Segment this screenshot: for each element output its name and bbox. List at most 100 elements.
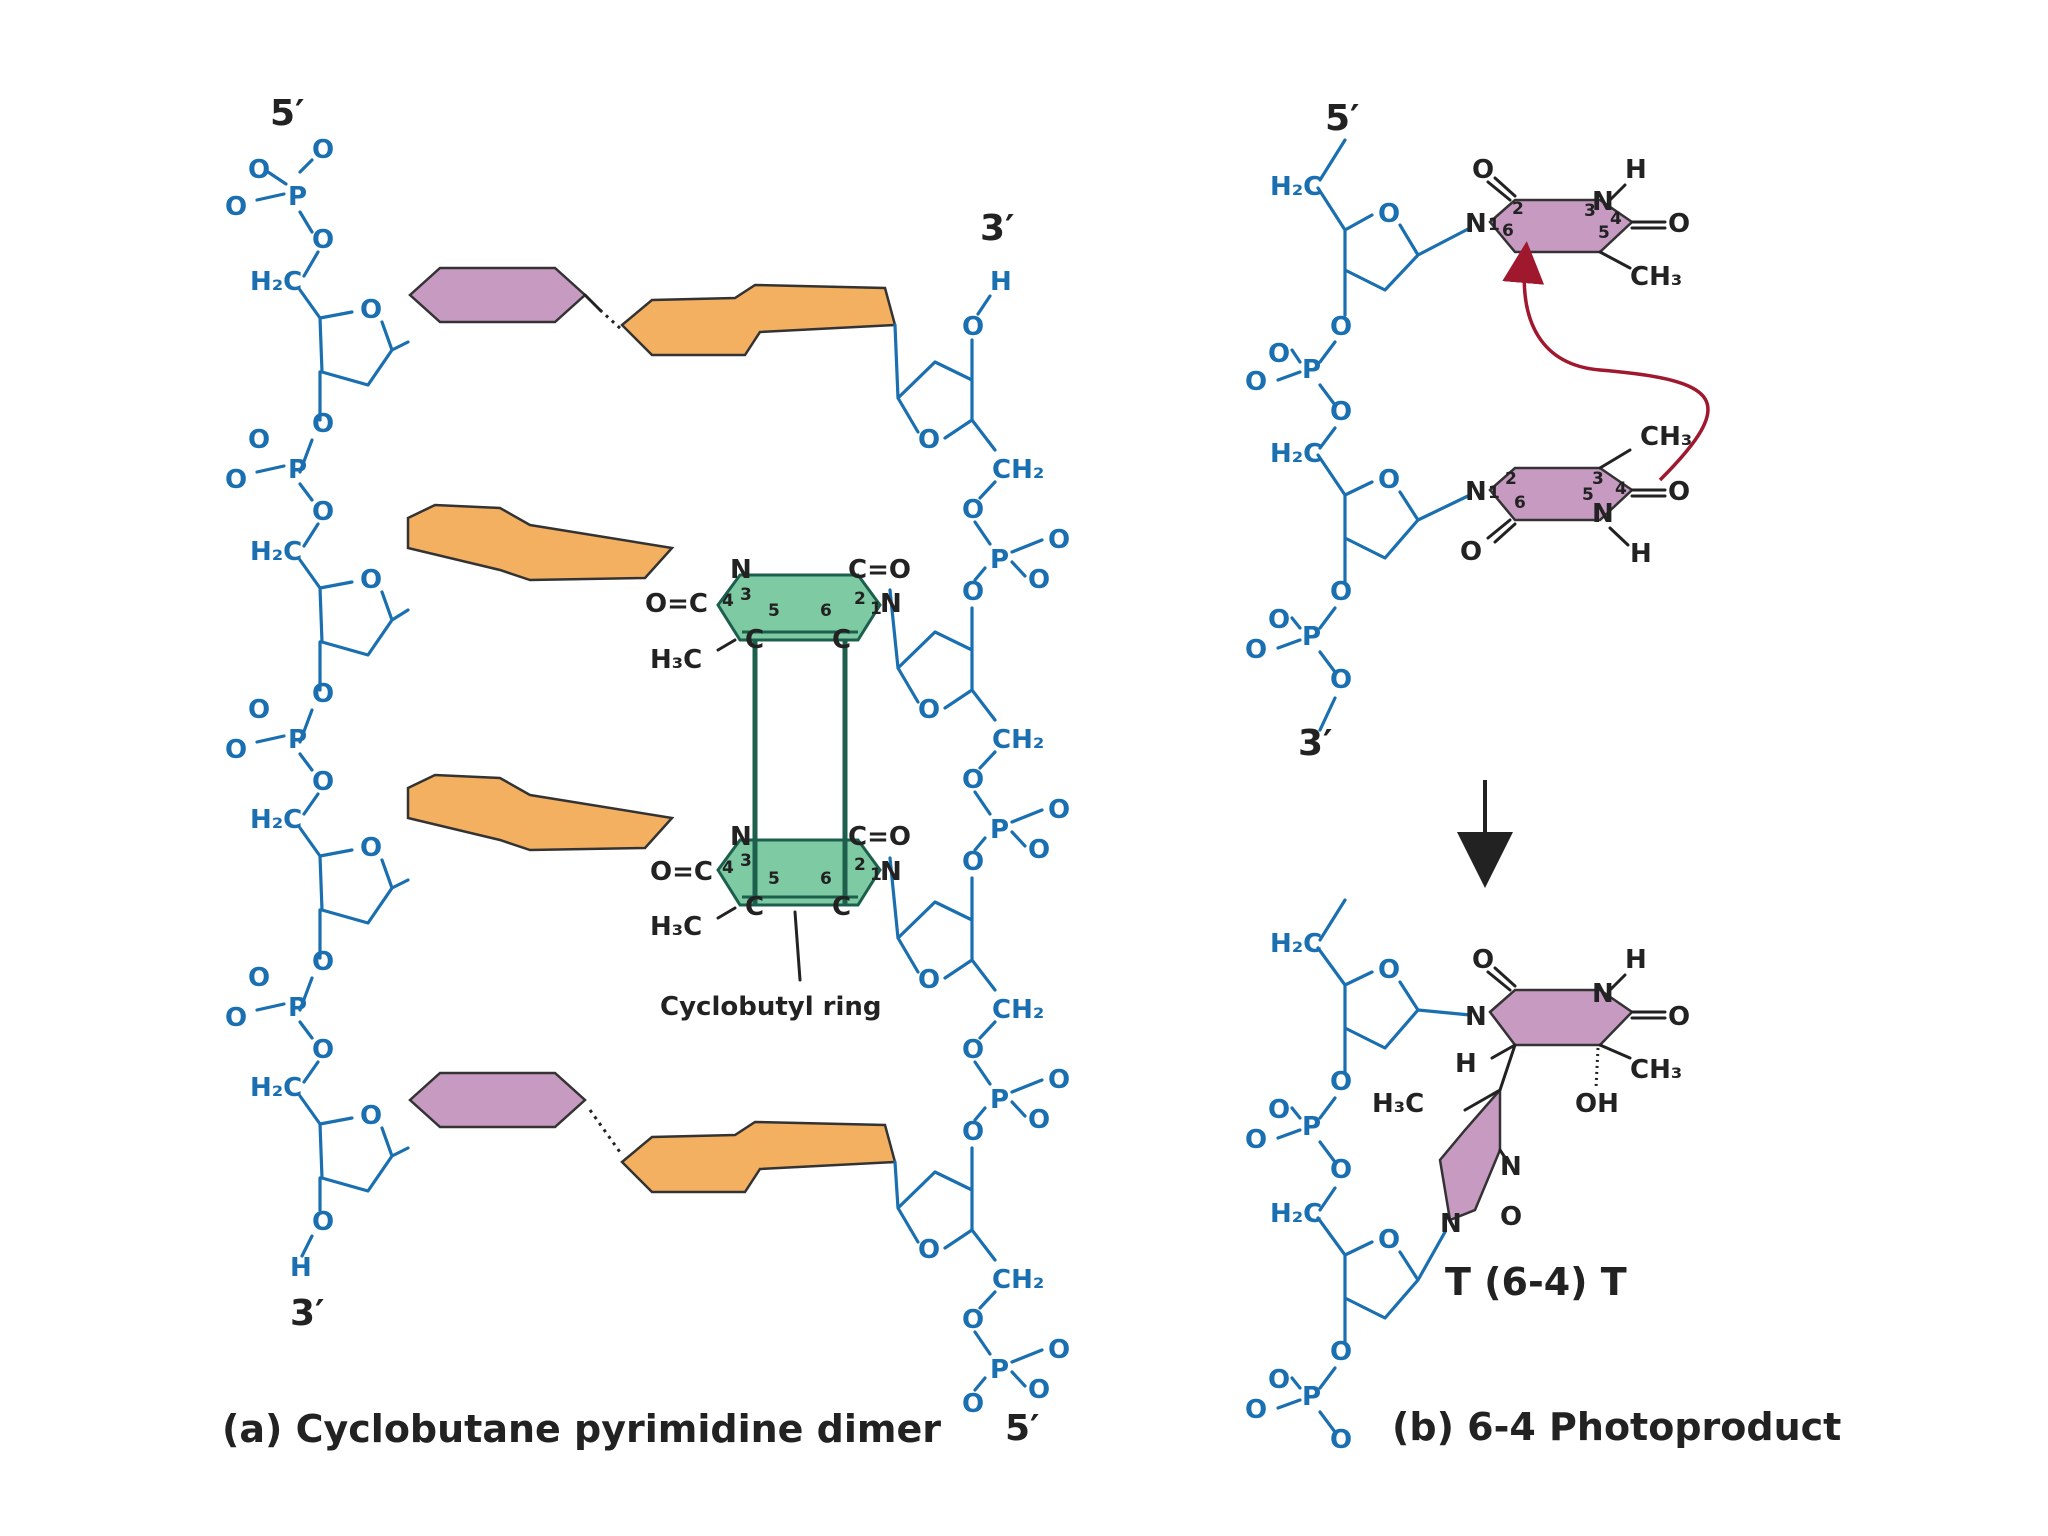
ring-number: 3 <box>1592 469 1604 489</box>
atom-o: O <box>1028 565 1050 595</box>
atom-n: N <box>1465 477 1487 507</box>
ring-o: O <box>360 1101 382 1131</box>
atom-o: O <box>1245 1395 1267 1425</box>
atom-o: O <box>312 1207 334 1237</box>
ring-o: O <box>1378 955 1400 985</box>
ring-number: 6 <box>820 601 832 621</box>
atom-o: O <box>962 1117 984 1147</box>
atom-n: N <box>880 589 902 619</box>
atom-ch2: CH₂ <box>992 455 1044 485</box>
atom-h2c: H₂C <box>250 805 302 835</box>
atom-ch2: CH₂ <box>992 725 1044 755</box>
ring-number: 1 <box>870 599 882 619</box>
atom-o: O <box>962 495 984 525</box>
ring-number: 4 <box>1615 479 1627 499</box>
purine-base <box>406 503 675 582</box>
reaction-arrow-red <box>1502 241 1710 482</box>
ring-number: 1 <box>1488 215 1500 235</box>
ring-o: O <box>1378 1225 1400 1255</box>
purine-base <box>620 283 897 357</box>
atom-n: N <box>880 857 902 887</box>
atom-h2c: H₂C <box>1270 1199 1322 1229</box>
atom-o: O <box>1460 537 1482 567</box>
atom-c: C <box>745 625 764 655</box>
atom-n: N <box>1440 1209 1462 1239</box>
atom-o: O <box>248 963 270 993</box>
ring-number: 3 <box>740 585 752 605</box>
ring-number: 1 <box>870 865 882 885</box>
atom-p: P <box>990 1355 1009 1385</box>
ring-o: O <box>360 833 382 863</box>
atom-p: P <box>1302 622 1321 652</box>
atom-h2c: H₂C <box>1270 172 1322 202</box>
ring-number: 6 <box>1502 221 1514 241</box>
ring-o: O <box>1378 199 1400 229</box>
atom-c: C <box>745 892 764 922</box>
atom-h2c: H₂C <box>250 1073 302 1103</box>
atom-h2c: H₂C <box>1270 929 1322 959</box>
atom-p: P <box>288 182 307 212</box>
atom-o: O <box>1028 1105 1050 1135</box>
atom-c-eq-o: C=O <box>848 555 911 585</box>
atom-n: N <box>1592 187 1614 217</box>
atom-h: H <box>1455 1049 1477 1079</box>
atom-h3c: H₃C <box>650 645 702 675</box>
atom-o: O <box>225 735 247 765</box>
ring-number: 5 <box>768 601 780 621</box>
atom-o: O <box>248 155 270 185</box>
strand1-5prime-label: 5′ <box>270 93 305 134</box>
atom-o: O <box>312 135 334 165</box>
atom-o: O <box>962 1035 984 1065</box>
purine-base <box>620 1120 897 1194</box>
right-nucleotide-3: O P O O O O CH₂ <box>888 750 1070 1025</box>
atom-h: H <box>290 1253 312 1283</box>
atom-p: P <box>990 545 1009 575</box>
bottom-thymidine: H₂C O O O P O O N CH₃ O N H O 1 2 6 3 4 … <box>1245 422 1692 732</box>
ring-o: O <box>1378 465 1400 495</box>
atom-o: O <box>1472 945 1494 975</box>
atom-o: O <box>312 767 334 797</box>
atom-n: N <box>730 555 752 585</box>
panel-b-caption: (b) 6-4 Photoproduct <box>1392 1405 1841 1449</box>
atom-o: O <box>225 192 247 222</box>
panel-a-caption: (a) Cyclobutane pyrimidine dimer <box>222 1407 941 1451</box>
atom-n: N <box>1465 1002 1487 1032</box>
ring-o: O <box>918 695 940 725</box>
panel-b: 5′ 3′ H₂C O O O P O O N O N H O CH₃ 1 6 … <box>1245 98 1841 1455</box>
atom-o: O <box>1668 1002 1690 1032</box>
atom-o: O <box>1472 155 1494 185</box>
atom-o: O <box>962 312 984 342</box>
atom-o: O <box>1048 1335 1070 1365</box>
pyrimidine-base <box>408 266 587 324</box>
ring-number: 6 <box>1514 493 1526 513</box>
panel-b-3prime-label: 3′ <box>1298 723 1333 764</box>
atom-ch3: CH₃ <box>1640 422 1692 452</box>
ring-number: 2 <box>1512 199 1524 219</box>
atom-o: O <box>1048 1065 1070 1095</box>
atom-o: O <box>1668 477 1690 507</box>
ring-number: 3 <box>1584 201 1596 221</box>
atom-o: O <box>1268 1095 1290 1125</box>
ring-number: 3 <box>740 851 752 871</box>
atom-p: P <box>990 1085 1009 1115</box>
cyclobutane-dimer: N C=O O=C N C C H₃C 4 3 5 6 2 1 N C=O O=… <box>645 555 911 1022</box>
ring-number: 2 <box>854 855 866 875</box>
atom-o: O <box>248 695 270 725</box>
atom-n: N <box>1592 499 1614 529</box>
atom-h3c: H₃C <box>1372 1089 1424 1119</box>
atom-o: O <box>1330 577 1352 607</box>
atom-o: O <box>1028 1375 1050 1405</box>
ring-o: O <box>918 425 940 455</box>
atom-o: O <box>1048 795 1070 825</box>
atom-h: H <box>1625 155 1647 185</box>
atom-n: N <box>1465 209 1487 239</box>
atom-ch3: CH₃ <box>1630 262 1682 292</box>
atom-o: O <box>312 679 334 709</box>
ring-number: 5 <box>768 869 780 889</box>
product-ring-lower <box>1438 1086 1502 1222</box>
atom-o: O <box>1268 339 1290 369</box>
atom-o: O <box>1028 835 1050 865</box>
atom-o: O <box>1245 367 1267 397</box>
atom-h2c: H₂C <box>250 537 302 567</box>
